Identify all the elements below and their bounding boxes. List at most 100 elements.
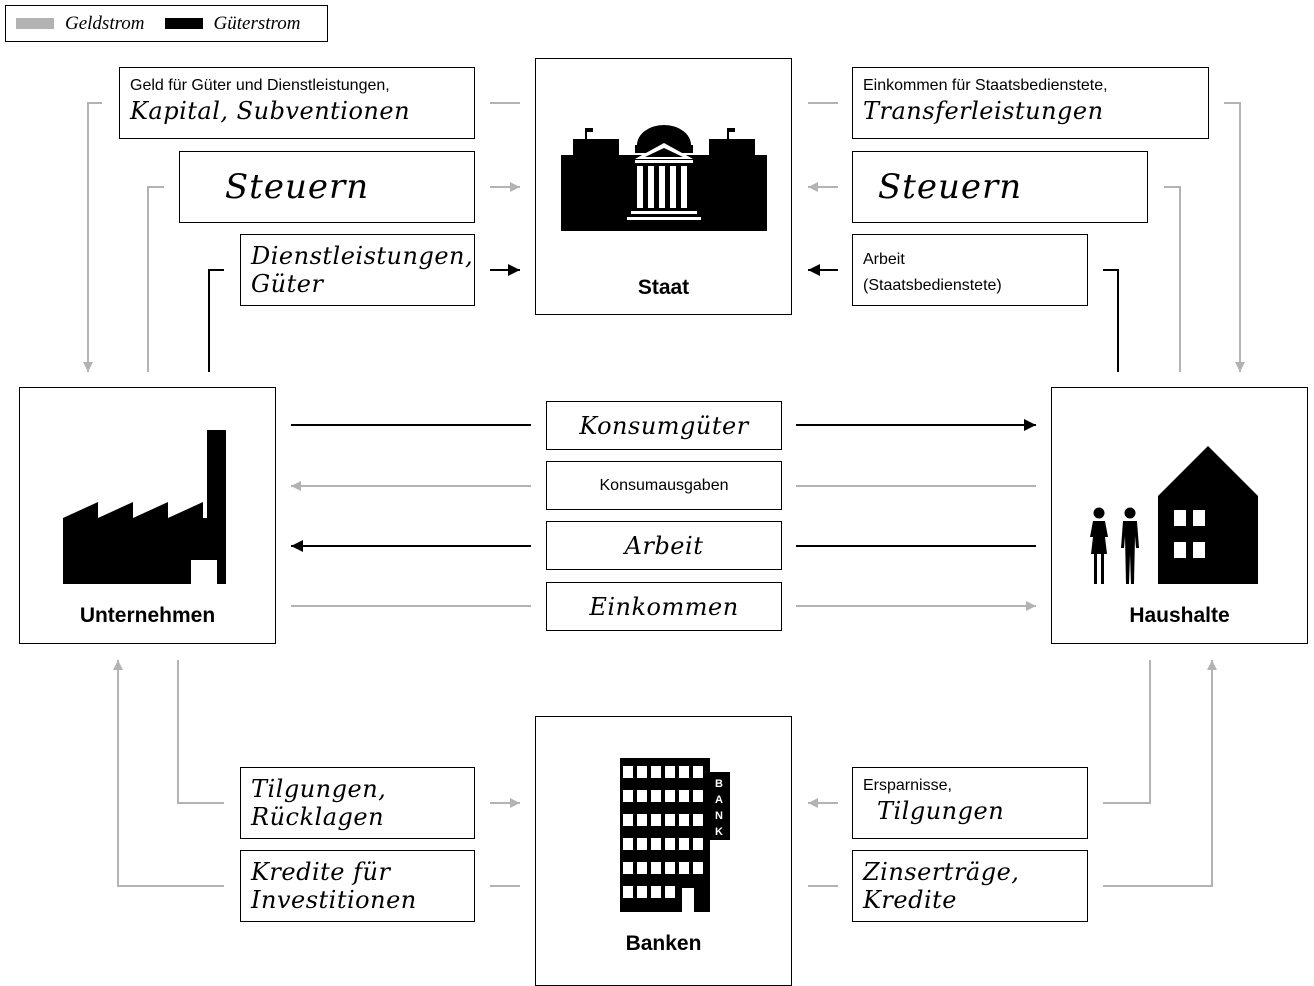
flow-line-ersparnisse [1103,660,1151,804]
flow-line-geld-to-unternehmen [83,102,102,372]
bank-window [651,814,661,826]
flow-line-arbeit-staat [1103,269,1119,372]
bank-window [637,814,647,826]
bank-window [651,790,661,802]
flow-line-zinsertraege-to-haushalte [1103,660,1217,887]
bank-window [651,886,661,898]
label-dienstleistungen-line2: Güter [251,270,324,298]
label-tilgungen-ruecklagen-line1: Tilgungen, [251,775,387,803]
bank-window [679,838,689,850]
label-steuern-unternehmen-text: Steuern [224,167,370,207]
node-staat: Staat [535,58,792,315]
bank-window [623,766,633,778]
bank-window [623,886,633,898]
bank-window [679,814,689,826]
label-geld-fuer-gueter-line1: Geld für Güter und Dienstleistungen, [130,77,390,94]
legend-gueterstrom-swatch [164,18,203,29]
node-label-haushalte: Haushalte [1129,604,1230,627]
node-label-staat: Staat [637,276,690,299]
node-banken: B A N K Banken [535,716,792,986]
bank-window [651,838,661,850]
bank-window [637,766,647,778]
node-haushalte: Haushalte [1051,387,1308,644]
flow-line-tilgungen-ruecklagen [177,660,224,804]
bank-window [679,766,689,778]
label-konsumgueter: Konsumgüter [546,401,782,450]
bank-window [637,862,647,874]
bank-window [651,766,661,778]
label-kredite-investitionen: Kredite für Investitionen [240,850,475,922]
bank-window [651,862,661,874]
flow-line-steuern-haushalte [1164,186,1181,372]
label-zinsertraege-kredite-line1: Zinserträge, [863,858,1020,886]
flow-line-kredite-to-unternehmen [113,660,224,887]
bank-window [623,838,633,850]
label-kredite-investitionen-line1: Kredite für [251,858,391,886]
label-steuern-unternehmen: Steuern [179,151,475,223]
label-zinsertraege-kredite-line2: Kredite [863,886,957,914]
flow-line-dienstleistungen [208,269,224,372]
label-arbeit-staatsbedienstete: Arbeit (Staatsbedienstete) [852,234,1088,306]
bank-window [665,862,675,874]
legend: Geldstrom Güterstrom [5,5,328,42]
bank-window [665,886,675,898]
bank-window [665,814,675,826]
legend-gueterstrom-label: Güterstrom [213,12,301,34]
bank-window [693,814,703,826]
bank-window [637,790,647,802]
parliament-icon [561,125,767,231]
bank-window [693,790,703,802]
label-konsumausgaben-text: Konsumausgaben [599,476,729,494]
bank-window [637,886,647,898]
bank-window [623,790,633,802]
bank-sign-letter-k: K [715,826,723,838]
bank-window [623,814,633,826]
label-arbeit-text: Arbeit [624,531,704,560]
legend-geldstrom-label: Geldstrom [65,12,145,34]
node-label-banken: Banken [625,932,702,955]
bank-sign-letter-n: N [715,810,723,822]
node-unternehmen: Unternehmen [19,387,276,644]
legend-geldstrom-swatch [16,18,54,29]
node-label-unternehmen: Unternehmen [79,604,216,627]
label-einkommen-staatsbedienstete-line2: Transferleistungen [863,97,1104,125]
bank-window [693,766,703,778]
bank-sign-letter-b: B [715,778,723,790]
bank-sign-letter-a: A [715,794,723,806]
flow-line-einkommen-to-haushalte [1224,102,1245,372]
label-arbeit-staatsbedienstete-line1: Arbeit [863,251,905,268]
factory-icon [63,430,226,584]
bank-window [665,838,675,850]
label-arbeit-staatsbedienstete-line2: (Staatsbedienstete) [863,277,1002,294]
flow-line-steuern-unternehmen [147,186,164,372]
label-dienstleistungen-line1: Dienstleistungen, [251,242,474,270]
bank-window [665,790,675,802]
bank-building-icon: B A N K [620,758,730,912]
label-ersparnisse-tilgungen: Ersparnisse, Tilgungen [852,767,1088,839]
label-dienstleistungen-gueter: Dienstleistungen, Güter [240,234,475,306]
label-steuern-haushalte-text: Steuern [877,167,1023,207]
label-zinsertraege-kredite: Zinserträge, Kredite [852,850,1088,922]
label-konsumausgaben: Konsumausgaben [546,461,782,510]
label-einkommen-staatsbedienstete: Einkommen für Staatsbedienstete, Transfe… [852,67,1209,139]
bank-window [693,862,703,874]
label-geld-fuer-gueter-line2: Kapital, Subventionen [130,97,411,125]
label-tilgungen-ruecklagen-line2: Rücklagen [251,803,385,831]
label-arbeit: Arbeit [546,521,782,570]
bank-window [637,838,647,850]
label-kredite-investitionen-line2: Investitionen [251,886,417,914]
house-with-people-icon [1090,446,1258,584]
bank-window [623,862,633,874]
label-einkommen-text: Einkommen [589,592,739,621]
label-geld-fuer-gueter: Geld für Güter und Dienstleistungen, Kap… [119,67,475,139]
label-ersparnisse-tilgungen-line2: Tilgungen [877,797,1005,825]
label-ersparnisse-tilgungen-line1: Ersparnisse, [863,777,952,794]
bank-window [679,790,689,802]
label-einkommen: Einkommen [546,582,782,631]
bank-window [679,862,689,874]
label-einkommen-staatsbedienstete-line1: Einkommen für Staatsbedienstete, [863,77,1108,94]
label-tilgungen-ruecklagen: Tilgungen, Rücklagen [240,767,475,839]
label-steuern-haushalte: Steuern [852,151,1148,223]
bank-window [693,838,703,850]
